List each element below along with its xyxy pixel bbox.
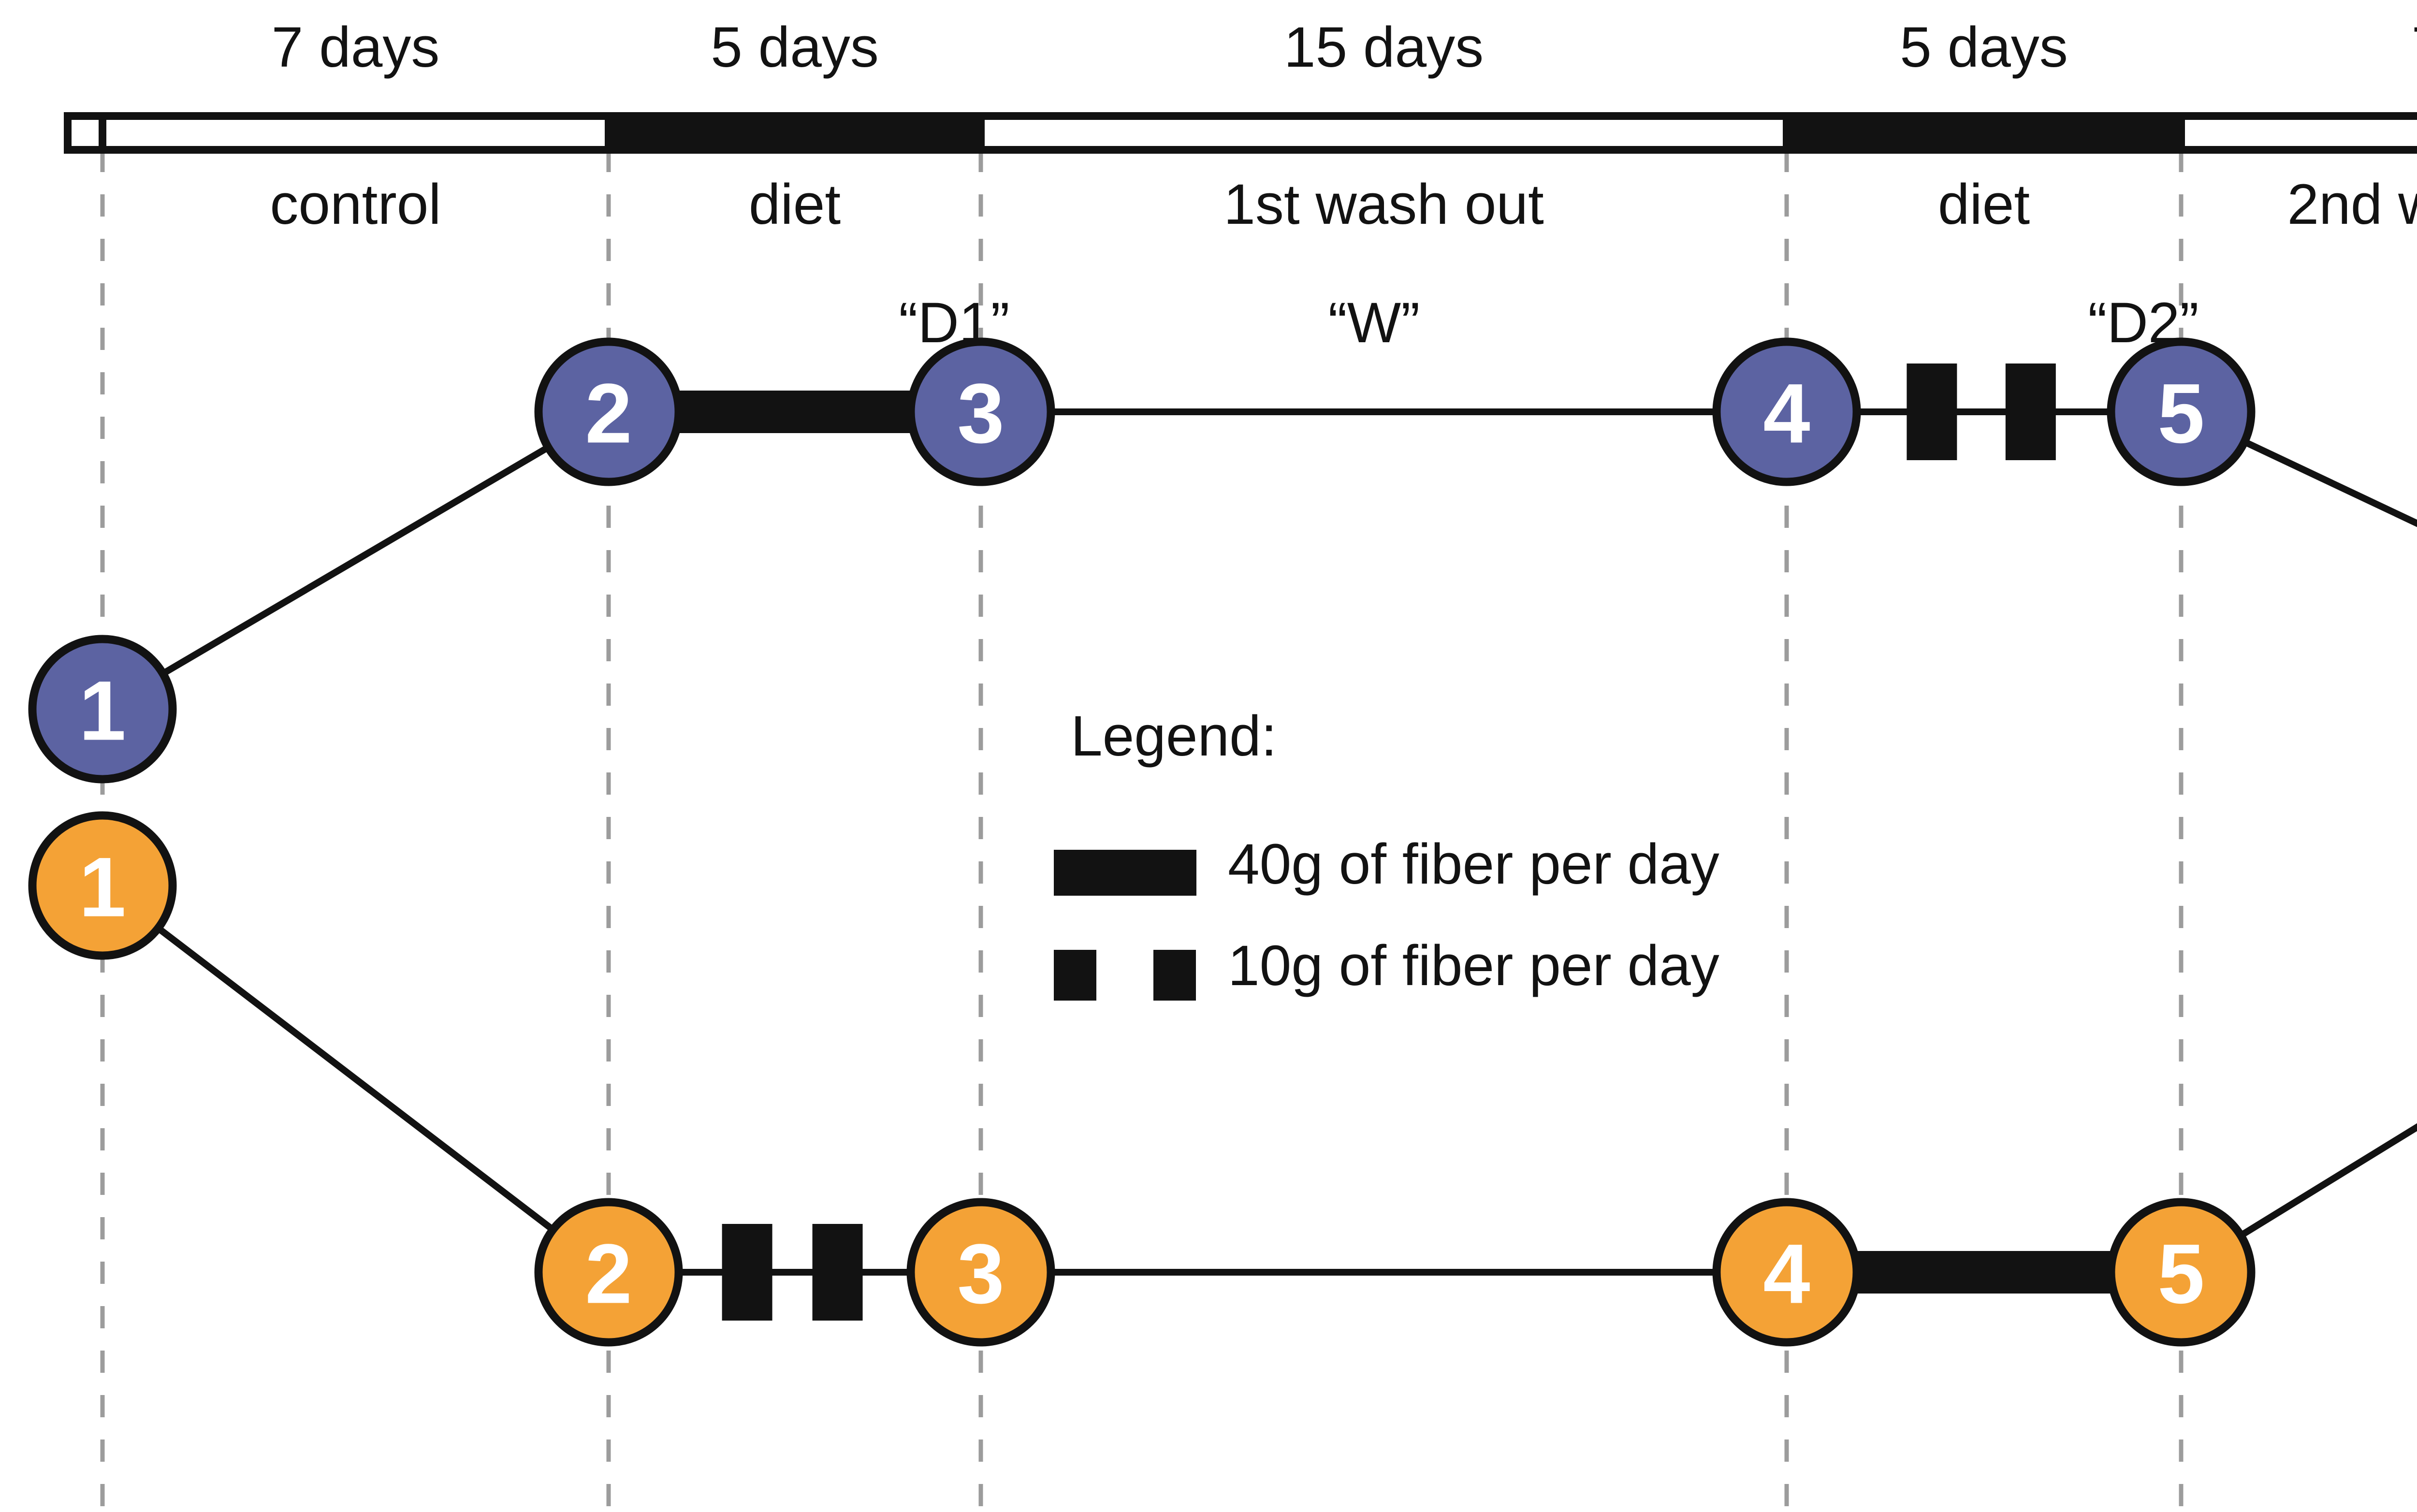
legend-label-0: 40g of fiber per day: [1228, 832, 1719, 896]
legend-title: Legend:: [1071, 704, 1277, 768]
visit-node-arm-orange-4[interactable]: [1712, 1198, 1861, 1347]
legend-swatch-block-b: [1153, 950, 1196, 1001]
phase-code-diet1: “D1”: [899, 291, 1010, 355]
phase-code-diet2: “D2”: [2088, 291, 2199, 355]
visit-nodes: [28, 337, 2256, 1347]
visit-node-arm-blue-5[interactable]: [2107, 337, 2256, 486]
segment-arm-blue-4-5-block-1: [2005, 363, 2056, 460]
segment-arm-orange-2-3-block-0: [722, 1224, 772, 1321]
segment-arm-blue-1-2: [159, 443, 553, 678]
visit-node-arm-orange-5[interactable]: [2107, 1198, 2256, 1347]
segment-arm-orange-1-2: [154, 923, 557, 1235]
arm-connectors: [154, 363, 2417, 1321]
phase-duration-washout2: 7 days: [2412, 15, 2417, 80]
timeline-bar: [64, 112, 2417, 154]
phase-duration-diet2: 5 days: [1900, 15, 2068, 79]
timeline-segment-control: [99, 112, 612, 154]
visit-node-arm-orange-1[interactable]: [28, 811, 177, 960]
legend-swatch-block-a: [1054, 950, 1096, 1001]
segment-arm-blue-5-6: [2240, 437, 2417, 527]
timeline-segment-diet2: [1783, 112, 2185, 154]
segment-arm-orange-2-3-block-1: [812, 1224, 863, 1321]
phase-duration-diet1: 5 days: [711, 15, 879, 79]
phase-duration-washout1: 15 days: [1283, 15, 1484, 79]
legend-label-1: 10g of fiber per day: [1228, 934, 1719, 998]
phase-duration-control: 7 days: [271, 15, 440, 79]
phase-name-diet2: diet: [1937, 173, 2030, 236]
visit-node-arm-orange-2[interactable]: [534, 1198, 683, 1347]
phase-name-diet1: diet: [748, 173, 841, 236]
segment-arm-blue-4-5-block-0: [1907, 363, 1957, 460]
visit-node-arm-blue-1[interactable]: [28, 635, 177, 784]
visit-node-arm-orange-3[interactable]: [906, 1198, 1055, 1347]
segment-arm-orange-5-6: [2236, 1123, 2417, 1240]
phase-code-washout1: “W”: [1328, 291, 1420, 355]
legend-swatches: [1054, 850, 1196, 1001]
visit-node-arm-blue-3[interactable]: [906, 337, 1055, 486]
visit-node-arm-blue-2[interactable]: [534, 337, 683, 486]
legend-swatch-solid-bar: [1054, 850, 1196, 896]
phase-name-washout1: 1st wash out: [1223, 173, 1544, 236]
timeline-segment-washout1: [977, 112, 1791, 154]
timeline-cap-left: [64, 112, 106, 154]
guide-lines-group: [100, 150, 2184, 1512]
timeline-segment-washout2: [2177, 112, 2417, 154]
phase-name-washout2: 2nd wash out: [2287, 173, 2417, 236]
visit-node-arm-blue-4[interactable]: [1712, 337, 1861, 486]
timeline-segment-diet1: [605, 112, 985, 154]
phase-name-control: control: [270, 173, 441, 236]
